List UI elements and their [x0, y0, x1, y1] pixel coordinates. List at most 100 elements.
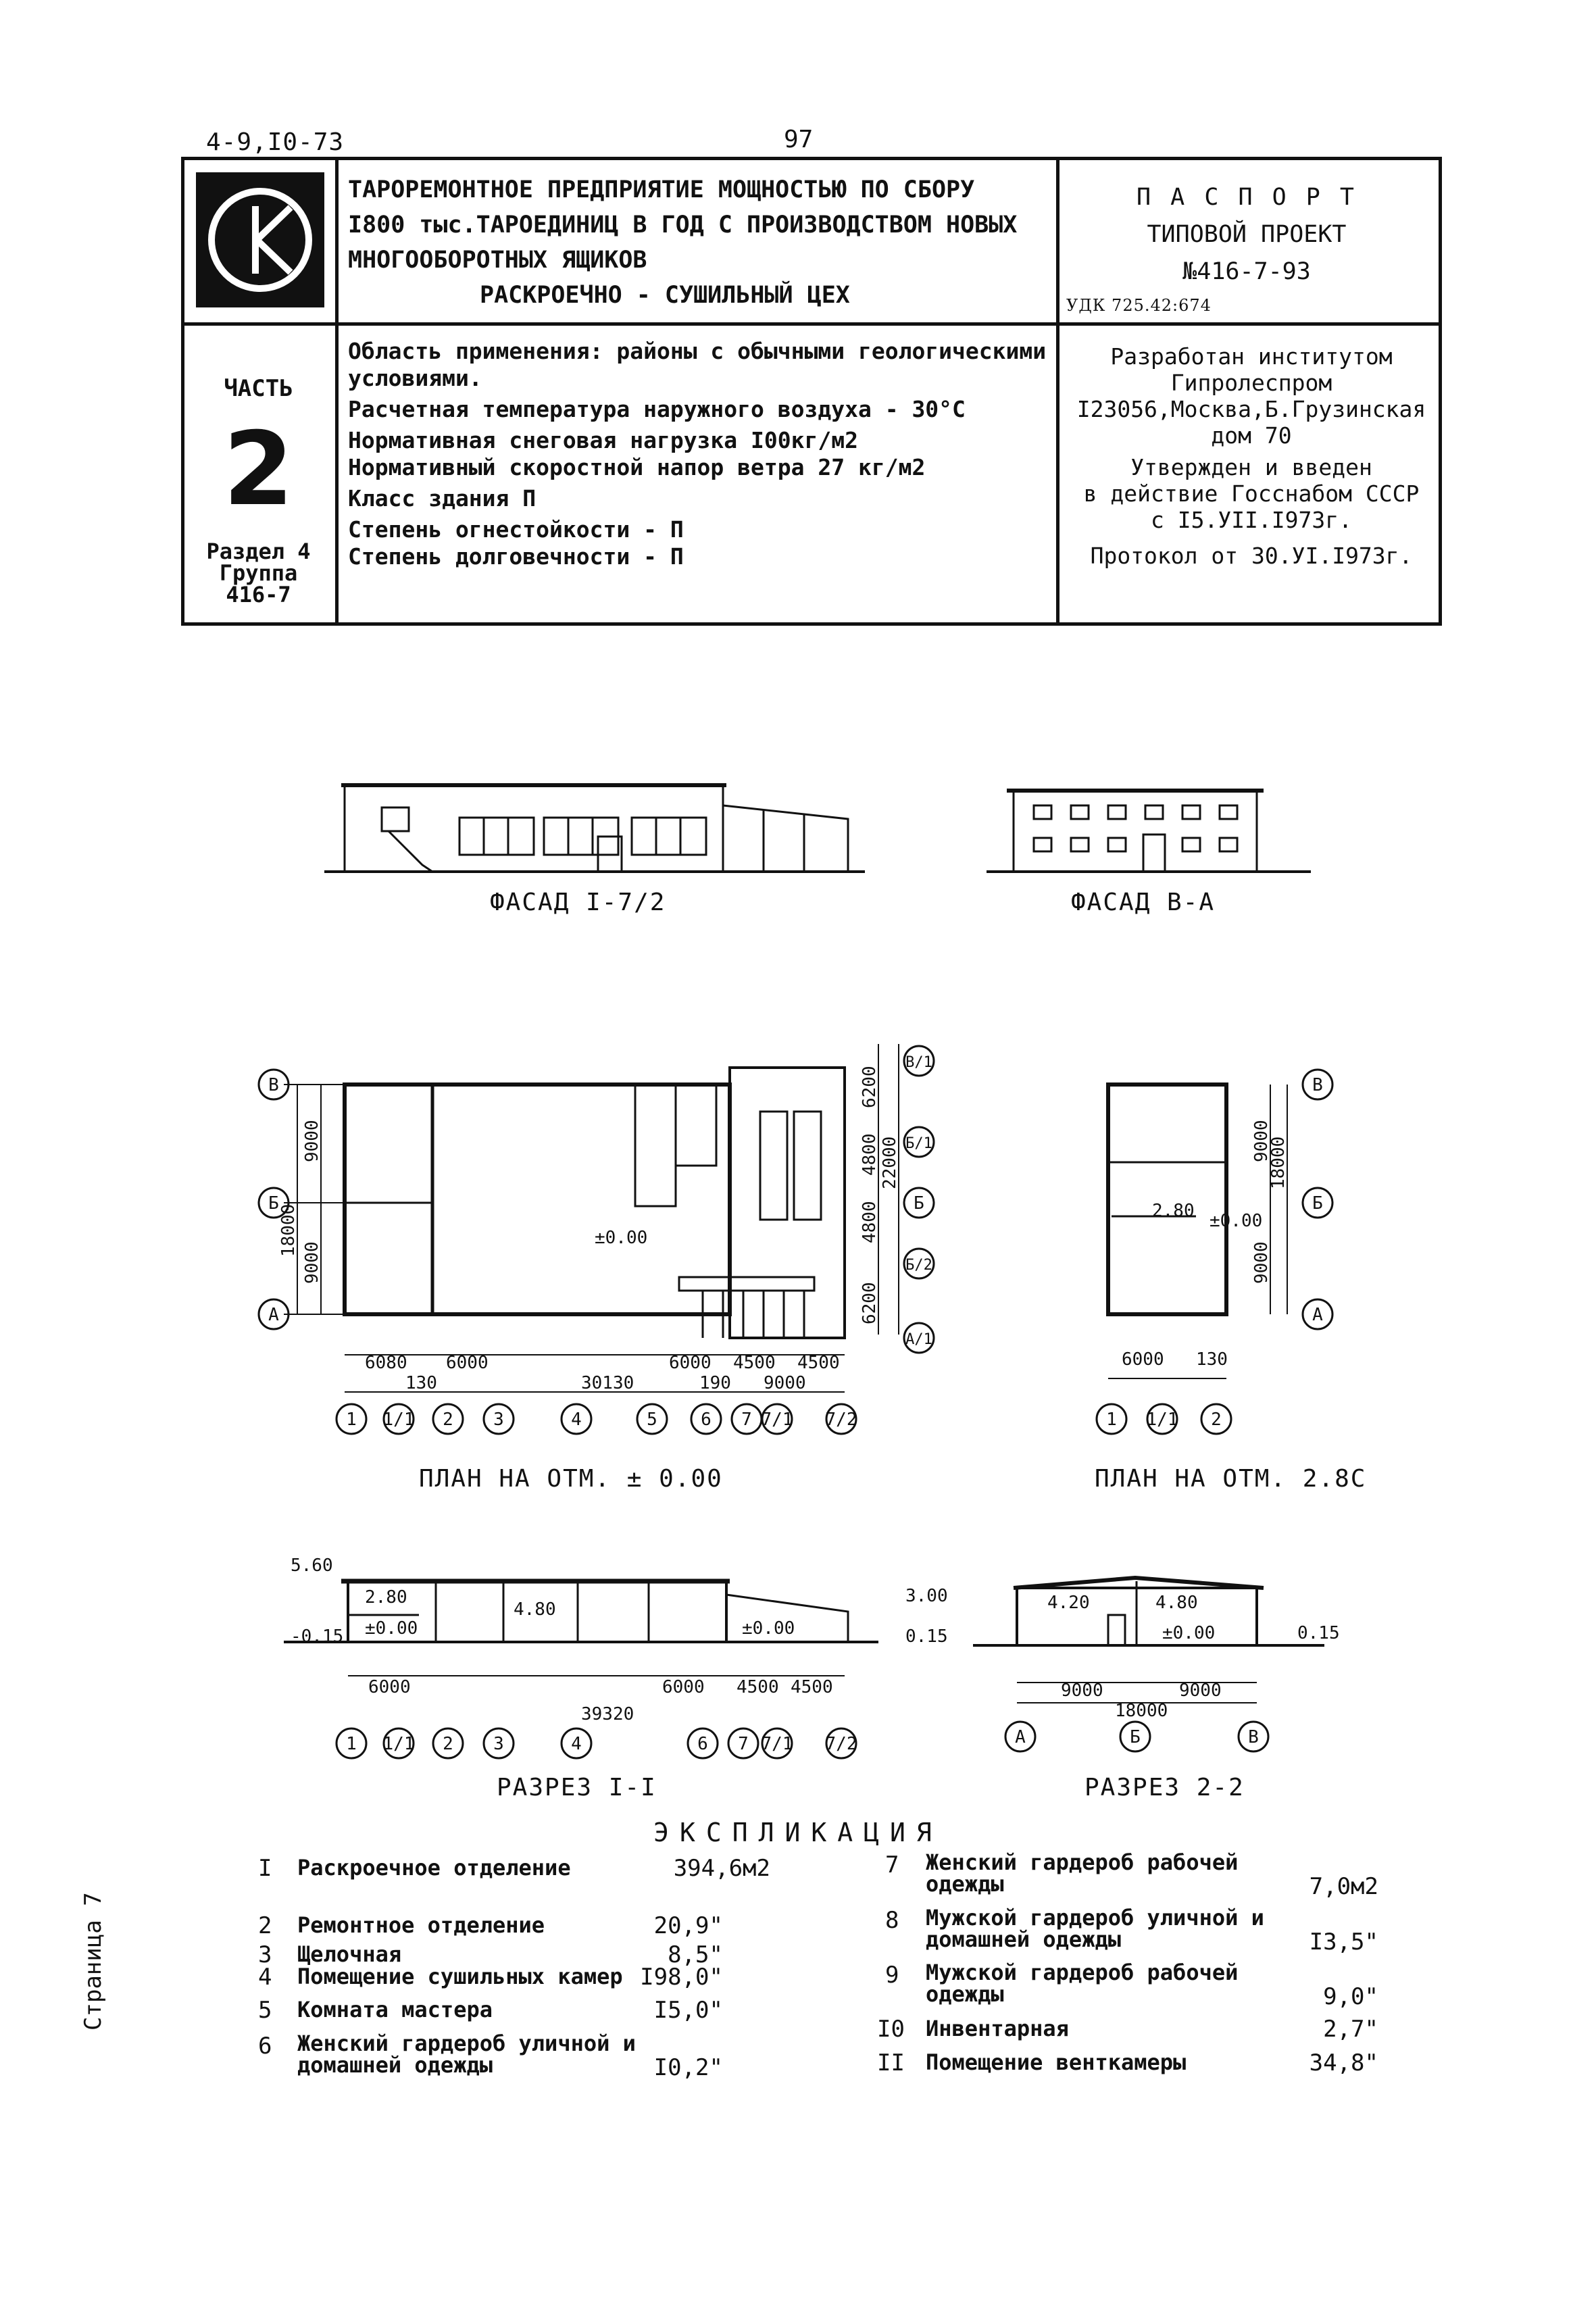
svg-text:190: 190: [699, 1373, 731, 1393]
facade-1-drawing: [324, 783, 865, 873]
svg-text:4500: 4500: [791, 1677, 833, 1697]
section-2-drawing: [973, 1575, 1324, 1753]
udk-code: УДК 725.42:674: [1066, 296, 1212, 315]
svg-text:9000: 9000: [764, 1373, 806, 1393]
svg-text:130: 130: [405, 1373, 437, 1393]
svg-text:0.15: 0.15: [1297, 1623, 1340, 1643]
caption-facade-2: ФАСАД В-А: [1071, 889, 1216, 916]
svg-text:6000: 6000: [368, 1677, 411, 1697]
svg-text:6000: 6000: [669, 1353, 712, 1373]
svg-text:Б: Б: [1312, 1193, 1323, 1214]
svg-text:9000: 9000: [1251, 1241, 1272, 1284]
svg-text:2: 2: [1211, 1410, 1222, 1430]
svg-text:6080: 6080: [365, 1353, 407, 1373]
svg-text:В: В: [268, 1075, 279, 1095]
svg-text:7: 7: [741, 1410, 752, 1430]
svg-text:3: 3: [493, 1734, 504, 1754]
svg-text:6200: 6200: [859, 1282, 880, 1324]
svg-text:6000: 6000: [1122, 1349, 1164, 1370]
explication-heading: ЭКСПЛИКАЦИЯ: [653, 1818, 943, 1847]
svg-text:7/1: 7/1: [762, 1734, 793, 1754]
project-title: ТАРОРЕМОНТНОЕ ПРЕДПРИЯТИЕ МОЩНОСТЬЮ ПО С…: [348, 176, 1018, 309]
svg-text:1: 1: [346, 1410, 357, 1430]
facade-2-drawing: [987, 789, 1311, 873]
svg-text:±0.00: ±0.00: [1162, 1623, 1215, 1643]
title-block: [181, 157, 1442, 626]
svg-text:А/1: А/1: [905, 1331, 932, 1348]
svg-text:7/2: 7/2: [826, 1734, 857, 1754]
svg-text:3: 3: [493, 1410, 504, 1430]
svg-text:5: 5: [647, 1410, 657, 1430]
svg-text:2: 2: [443, 1734, 453, 1754]
side-page-note: Страница 7: [80, 1892, 107, 2031]
svg-text:7/1: 7/1: [762, 1410, 793, 1430]
svg-text:±0.00: ±0.00: [1210, 1211, 1262, 1231]
svg-text:9000: 9000: [1061, 1681, 1103, 1701]
svg-text:6: 6: [701, 1410, 712, 1430]
document-code: 4-9,I0-73: [206, 128, 345, 156]
page-number: 97: [784, 126, 814, 153]
svg-text:±0.00: ±0.00: [595, 1228, 647, 1248]
section-1-drawing: [284, 1578, 878, 1760]
svg-text:Б: Б: [914, 1193, 924, 1214]
svg-text:1/1: 1/1: [1147, 1410, 1178, 1430]
svg-text:22000: 22000: [880, 1137, 900, 1189]
architectural-drawings: 6080 6000 30130 6000 4500 4500 9000 130 …: [257, 783, 1340, 1760]
svg-text:4800: 4800: [859, 1201, 880, 1243]
plan-2-drawing: [1095, 1068, 1334, 1435]
svg-text:2: 2: [443, 1410, 453, 1430]
svg-text:6000: 6000: [662, 1677, 705, 1697]
svg-text:4: 4: [571, 1734, 582, 1754]
svg-text:9000: 9000: [302, 1241, 322, 1284]
caption-plan-2: ПЛАН НА ОТМ. 2.8С: [1095, 1465, 1367, 1493]
svg-text:±0.00: ±0.00: [742, 1618, 795, 1639]
part-number: 2: [223, 411, 294, 528]
svg-text:4500: 4500: [797, 1353, 840, 1373]
svg-text:±0.00: ±0.00: [365, 1618, 418, 1639]
svg-text:2.80: 2.80: [365, 1587, 407, 1608]
svg-text:1/1: 1/1: [383, 1734, 415, 1754]
svg-text:9000: 9000: [1251, 1120, 1272, 1162]
svg-text:Б/2: Б/2: [905, 1257, 932, 1274]
svg-text:4.20: 4.20: [1047, 1593, 1090, 1613]
svg-text:А: А: [1015, 1727, 1026, 1747]
svg-text:2.80: 2.80: [1152, 1201, 1195, 1221]
svg-text:Б: Б: [268, 1193, 279, 1214]
svg-text:1/1: 1/1: [383, 1410, 415, 1430]
section-info: Раздел 4 Группа 416-7: [206, 539, 311, 607]
svg-text:18000: 18000: [1268, 1137, 1289, 1189]
passport-block: П А С П О Р Т ТИПОВОЙ ПРОЕКТ №416-7-93: [1137, 184, 1357, 285]
svg-text:3.00: 3.00: [905, 1586, 948, 1606]
svg-text:В/1: В/1: [905, 1054, 932, 1071]
svg-text:4800: 4800: [859, 1133, 880, 1176]
svg-text:5.60: 5.60: [291, 1555, 333, 1576]
svg-text:6: 6: [697, 1734, 708, 1754]
svg-text:4: 4: [571, 1410, 582, 1430]
svg-text:18000: 18000: [1115, 1701, 1168, 1721]
svg-text:4.80: 4.80: [514, 1599, 556, 1620]
svg-text:9000: 9000: [1179, 1681, 1222, 1701]
svg-text:-0.15: -0.15: [291, 1626, 343, 1647]
caption-facade-1: ФАСАД I-7/2: [490, 889, 666, 916]
svg-text:0.15: 0.15: [905, 1626, 948, 1647]
caption-section-1: РАЗРЕЗ I-I: [497, 1774, 657, 1801]
svg-text:1: 1: [1106, 1410, 1117, 1430]
svg-text:Б: Б: [1130, 1727, 1141, 1747]
svg-text:39320: 39320: [581, 1704, 634, 1724]
svg-text:А: А: [268, 1305, 279, 1325]
ground-plan-drawing: [257, 1044, 935, 1435]
svg-text:6000: 6000: [446, 1353, 489, 1373]
svg-text:7: 7: [738, 1734, 749, 1754]
caption-section-2: РАЗРЕЗ 2-2: [1084, 1774, 1245, 1801]
svg-text:18000: 18000: [278, 1204, 299, 1257]
svg-text:6200: 6200: [859, 1066, 880, 1108]
svg-text:В: В: [1248, 1727, 1259, 1747]
svg-text:1: 1: [346, 1734, 357, 1754]
svg-text:4500: 4500: [737, 1677, 779, 1697]
svg-text:4.80: 4.80: [1155, 1593, 1198, 1613]
svg-text:4500: 4500: [733, 1353, 776, 1373]
svg-text:30130: 30130: [581, 1373, 634, 1393]
part-label: ЧАСТЬ: [224, 375, 293, 402]
logo-icon: СК: [196, 172, 324, 307]
developer-info: Разработан институтом Гипролеспром I2305…: [1076, 343, 1426, 569]
